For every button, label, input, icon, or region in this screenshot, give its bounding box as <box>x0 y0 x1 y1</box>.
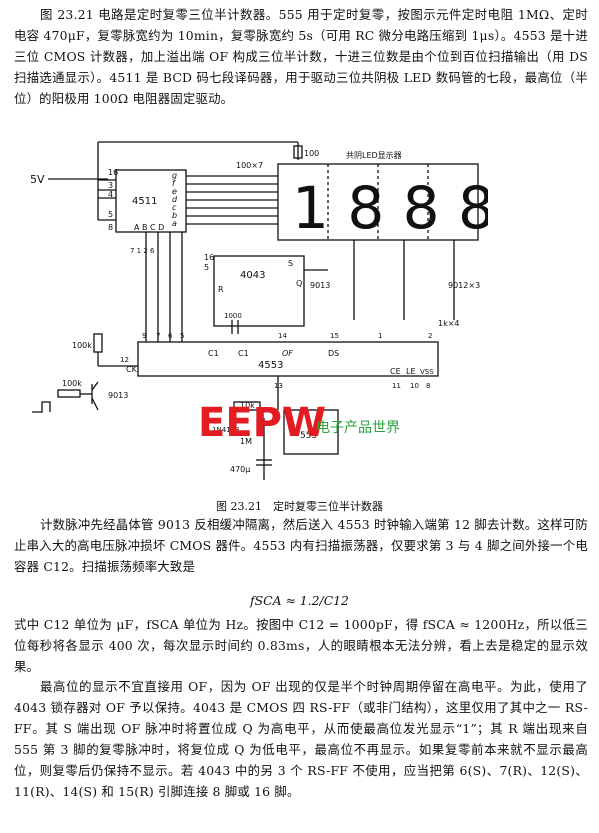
svg-text:9013: 9013 <box>310 281 330 290</box>
svg-text:14: 14 <box>278 332 287 340</box>
svg-text:CE: CE <box>390 367 401 376</box>
svg-text:1: 1 <box>378 332 382 340</box>
segment-bus <box>186 175 278 225</box>
svg-text:4553: 4553 <box>258 360 283 371</box>
svg-text:2: 2 <box>428 332 432 340</box>
svg-text:16: 16 <box>204 253 214 262</box>
svg-text:7 1 2 6: 7 1 2 6 <box>130 247 155 255</box>
svg-text:4: 4 <box>108 190 113 199</box>
svg-text:LE: LE <box>406 367 416 376</box>
svg-text:R: R <box>218 285 224 294</box>
svg-text:11: 11 <box>392 382 401 390</box>
svg-text:1000: 1000 <box>224 312 242 320</box>
svg-text:100: 100 <box>304 149 319 158</box>
svg-text:a: a <box>172 219 177 228</box>
svg-text:470μ: 470μ <box>230 465 250 474</box>
svg-text:b: b <box>172 211 177 220</box>
ic-4043 <box>213 255 305 327</box>
watermark-logo: EEPW 电子产品世界 <box>198 392 418 456</box>
svg-text:1M: 1M <box>240 437 252 446</box>
svg-text:1N4148: 1N4148 <box>212 426 240 434</box>
display-label: 共阴LED显示器 <box>346 151 402 160</box>
svg-text:9013: 9013 <box>108 391 128 400</box>
display-digits: 1 8 8 8 <box>292 174 488 242</box>
svg-text:d: d <box>172 195 178 204</box>
svg-text:CK: CK <box>126 365 138 374</box>
svg-text:c: c <box>172 203 177 212</box>
svg-text:8: 8 <box>108 223 113 232</box>
bcd-inputs: A B C D <box>134 223 164 232</box>
svg-text:100k: 100k <box>72 341 92 350</box>
svg-text:100k: 100k <box>62 379 82 388</box>
intro-paragraph: 图 23.21 电路是定时复零三位半计数器。555 用于定时复零，按图示元件定时… <box>14 7 588 106</box>
svg-text:C1: C1 <box>208 349 219 358</box>
resistors-100x7: 100×7 <box>236 161 263 170</box>
svg-text:f: f <box>172 179 176 188</box>
paragraph-latch: 最高位的显示不宜直接用 OF，因为 OF 出现的仅是半个时钟周期停留在高电平。为… <box>14 679 588 799</box>
svg-text:1k×4: 1k×4 <box>438 319 460 328</box>
svg-text:10: 10 <box>410 382 419 390</box>
ic-4511 <box>115 169 187 233</box>
formula: fSCA ≈ 1.2/C12 <box>250 593 349 608</box>
svg-text:10k: 10k <box>240 401 255 410</box>
ic-4553 <box>137 341 439 377</box>
svg-text:16: 16 <box>108 168 118 177</box>
svg-text:S: S <box>288 259 293 268</box>
svg-text:4043: 4043 <box>240 270 265 281</box>
svg-text:OF: OF <box>282 349 293 358</box>
svg-text:9: 9 <box>142 332 146 340</box>
watermark-brand: EEPW <box>198 400 326 446</box>
svg-text:3: 3 <box>108 181 113 190</box>
svg-text:DS: DS <box>328 349 339 358</box>
ic-555 <box>283 409 339 455</box>
svg-text:15: 15 <box>330 332 339 340</box>
transistor-row <box>304 240 455 320</box>
svg-text:C1: C1 <box>238 349 249 358</box>
label-5v: 5V <box>30 173 45 186</box>
paragraph-formula-explain: 式中 C12 单位为 μF，fSCA 单位为 Hz。按图中 C12 = 1000… <box>14 617 588 674</box>
svg-text:8: 8 <box>426 382 430 390</box>
svg-text:VSS: VSS <box>420 368 434 376</box>
svg-text:e: e <box>172 187 177 196</box>
svg-text:Q: Q <box>296 279 302 288</box>
svg-text:555: 555 <box>300 431 317 441</box>
svg-text:5: 5 <box>204 263 209 272</box>
figure-caption: 图 23.21 定时复零三位半计数器 <box>216 500 383 513</box>
paragraph-counting: 计数脉冲先经晶体管 9013 反相缓冲隔离，然后送入 4553 时钟输入端第 1… <box>14 517 588 574</box>
svg-text:5: 5 <box>108 210 113 219</box>
ic-4511-label: 4511 <box>132 196 157 207</box>
watermark-tagline: 电子产品世界 <box>316 420 400 436</box>
svg-text:12: 12 <box>120 356 129 364</box>
svg-text:9012×3: 9012×3 <box>448 281 480 290</box>
svg-text:g: g <box>172 171 177 180</box>
bus-4553-4511 <box>145 232 183 342</box>
circuit-diagram: 5V 4511 16 3 4 5 8 A B C D 7 1 2 6 g f e… <box>30 141 488 480</box>
